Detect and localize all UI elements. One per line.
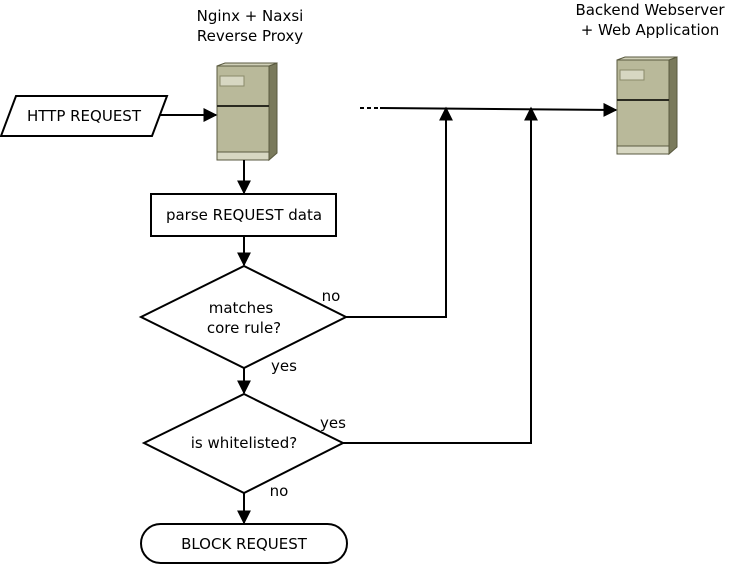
http-request-node: HTTP REQUEST <box>0 95 169 137</box>
backend-label-line1: Backend Webserver <box>575 1 725 19</box>
white-no-label: no <box>270 482 289 500</box>
proxy-label: Nginx + Naxsi Reverse Proxy <box>197 7 304 45</box>
backend-label: Backend Webserver + Web Application <box>575 1 725 39</box>
block-request-label: BLOCK REQUEST <box>181 535 308 553</box>
edge-white-yes-path <box>343 106 538 444</box>
parse-node: parse REQUEST data <box>150 193 337 237</box>
edge-core-no-path <box>346 106 453 318</box>
server-icon <box>616 56 678 156</box>
edge-top-to-backend <box>379 102 618 117</box>
white-yes-label: yes <box>320 414 346 432</box>
core-yes-label: yes <box>271 357 297 375</box>
block-request-node: BLOCK REQUEST <box>140 523 348 564</box>
whitelist-decision: is whitelisted? <box>141 392 346 495</box>
proxy-label-line2: Reverse Proxy <box>197 27 303 45</box>
whitelist-label: is whitelisted? <box>191 434 298 452</box>
server-icon <box>216 62 278 162</box>
core-rule-decision: matches core rule? <box>138 264 349 370</box>
core-rule-label-line2: core rule? <box>207 319 281 337</box>
http-request-label: HTTP REQUEST <box>27 107 142 125</box>
core-no-label: no <box>322 287 341 305</box>
core-rule-label-line1: matches <box>209 299 274 317</box>
backend-label-line2: + Web Application <box>581 21 720 39</box>
proxy-label-line1: Nginx + Naxsi <box>197 7 304 25</box>
parse-label: parse REQUEST data <box>166 206 322 224</box>
